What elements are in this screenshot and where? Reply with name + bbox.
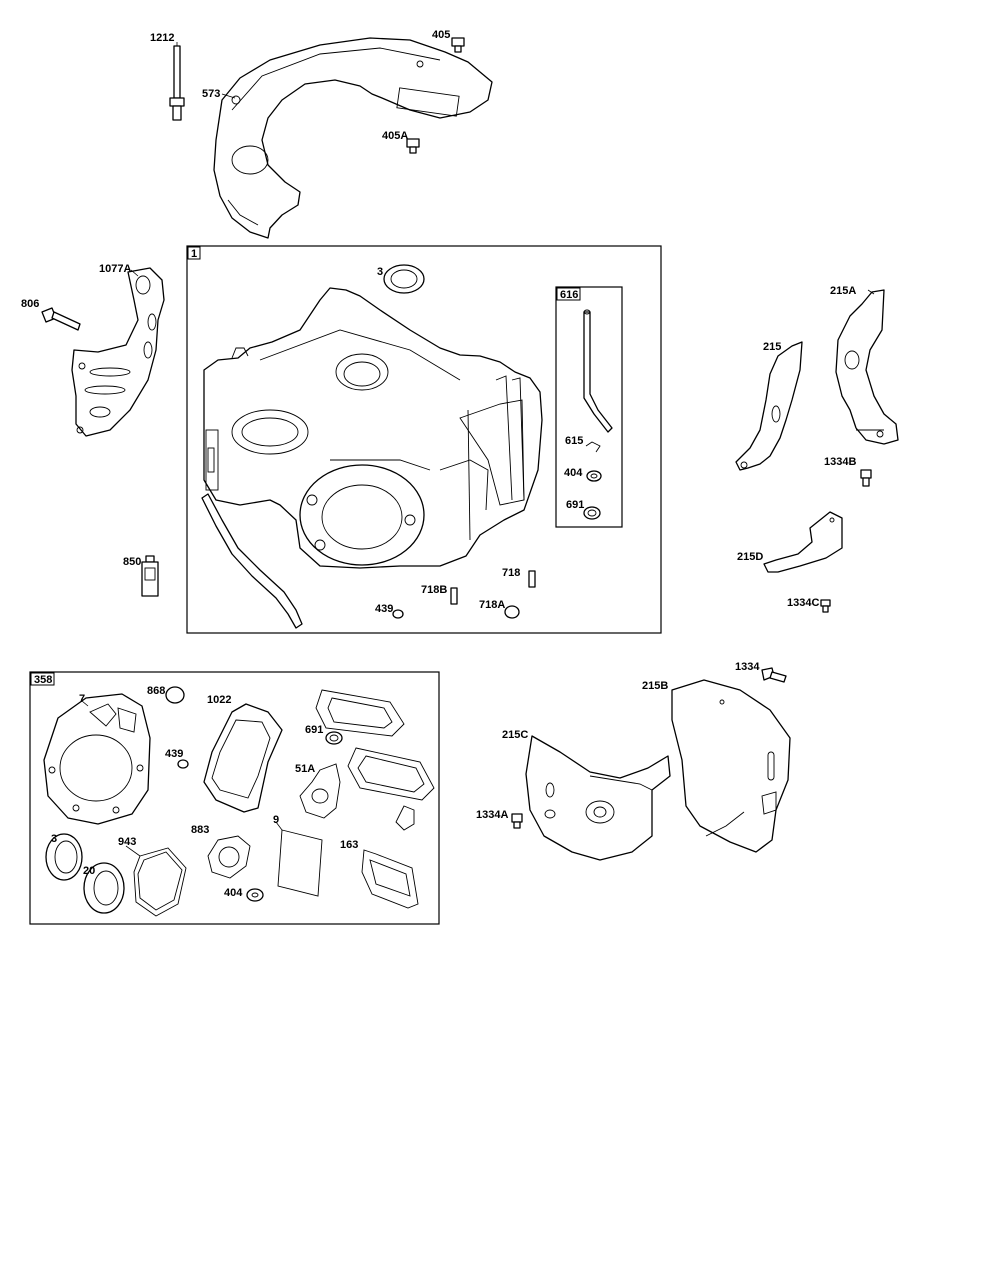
label-215: 215 [763, 341, 781, 353]
part-404-washer-top[interactable] [586, 470, 602, 482]
part-1212-stud[interactable] [169, 42, 185, 121]
part-573-cover[interactable] [213, 37, 493, 239]
part-718A-sleeve[interactable] [504, 605, 520, 619]
part-215C-shroud[interactable] [525, 735, 671, 861]
label-718: 718 [502, 567, 520, 579]
label-9: 9 [273, 814, 279, 826]
label-215C: 215C [502, 729, 528, 741]
part-9-plate-gasket[interactable] [277, 829, 323, 897]
part-439-oring-kit[interactable] [177, 759, 189, 769]
label-1334: 1334 [735, 661, 760, 673]
part-1334C-bolt[interactable] [820, 599, 831, 613]
part-1334B-bolt[interactable] [860, 469, 872, 487]
part-883-gasket[interactable] [207, 835, 251, 879]
part-615-clip[interactable] [585, 441, 601, 453]
label-1334A: 1334A [476, 809, 508, 821]
label-573: 573 [202, 88, 220, 100]
label-1022: 1022 [207, 694, 231, 706]
part-850-sealant-tube[interactable] [141, 555, 159, 597]
label-405: 405 [432, 29, 450, 41]
part-405-bolt[interactable] [451, 37, 465, 53]
assembly-1-frame [186, 245, 662, 634]
label-615: 615 [565, 435, 583, 447]
part-691-seal-kit[interactable] [325, 731, 343, 745]
label-51A: 51A [295, 763, 315, 775]
label-439-top: 439 [375, 603, 393, 615]
label-943: 943 [118, 836, 136, 848]
kit-358-tag [30, 672, 55, 686]
label-215D: 215D [737, 551, 763, 563]
part-51A-gasket[interactable] [299, 763, 341, 819]
part-215B-shroud[interactable] [671, 679, 791, 853]
label-3-kit: 3 [51, 833, 57, 845]
label-868: 868 [147, 685, 165, 697]
label-718B: 718B [421, 584, 447, 596]
part-engine-block[interactable] [203, 287, 543, 569]
part-7-head-gasket[interactable] [43, 693, 151, 825]
label-1: 1 [191, 248, 197, 260]
label-806: 806 [21, 298, 39, 310]
label-215A: 215A [830, 285, 856, 297]
part-691-seal-top[interactable] [583, 506, 601, 520]
part-439-oring-top[interactable] [392, 609, 404, 619]
label-718A: 718A [479, 599, 505, 611]
kit-358-frame [29, 671, 440, 925]
label-7: 7 [79, 693, 85, 705]
label-20: 20 [83, 865, 95, 877]
part-718-pin[interactable] [528, 570, 536, 588]
part-215-shield[interactable] [735, 341, 803, 471]
label-1334B: 1334B [824, 456, 856, 468]
label-1077A: 1077A [99, 263, 131, 275]
label-215B: 215B [642, 680, 668, 692]
label-405A: 405A [382, 130, 408, 142]
label-1212: 1212 [150, 32, 174, 44]
label-404-kit: 404 [224, 887, 243, 899]
label-616: 616 [560, 289, 578, 301]
part-943-gasket-ring[interactable] [133, 847, 187, 917]
label-358: 358 [34, 674, 52, 686]
part-404-washer-kit[interactable] [246, 888, 264, 902]
part-163-gasket[interactable] [361, 849, 419, 909]
part-868-seal[interactable] [165, 686, 185, 704]
part-1334-bolt[interactable] [761, 667, 787, 683]
part-1077A-bracket[interactable] [71, 267, 165, 437]
part-exhaust-gasket-upper[interactable] [315, 689, 405, 737]
part-616-dipstick[interactable] [583, 309, 613, 433]
label-1334C: 1334C [787, 597, 819, 609]
part-806-bolt[interactable] [41, 307, 81, 331]
label-691-kit: 691 [305, 724, 323, 736]
part-1334A-bolt[interactable] [511, 813, 523, 829]
subassembly-616-frame [555, 286, 623, 528]
part-215D-shield[interactable] [763, 511, 843, 573]
label-439-kit: 439 [165, 748, 183, 760]
label-883: 883 [191, 824, 209, 836]
label-404-top: 404 [564, 467, 583, 479]
subassembly-616-tag [556, 287, 581, 301]
assembly-1-tag [187, 246, 201, 260]
label-163: 163 [340, 839, 358, 851]
part-dipstick-tube[interactable] [201, 493, 303, 629]
part-3-seal-top[interactable] [383, 264, 425, 294]
part-20-seal[interactable] [83, 862, 125, 914]
label-850: 850 [123, 556, 141, 568]
part-718B-pin[interactable] [450, 587, 458, 605]
part-405A-bolt[interactable] [406, 138, 420, 154]
part-3-seal-kit[interactable] [45, 833, 83, 881]
part-small-gasket-loop[interactable] [395, 805, 415, 831]
label-3-top: 3 [377, 266, 383, 278]
part-1022-gasket[interactable] [203, 703, 283, 813]
part-215A-shield[interactable] [835, 289, 899, 445]
part-exhaust-gasket-lower[interactable] [347, 747, 435, 801]
label-691-top: 691 [566, 499, 584, 511]
